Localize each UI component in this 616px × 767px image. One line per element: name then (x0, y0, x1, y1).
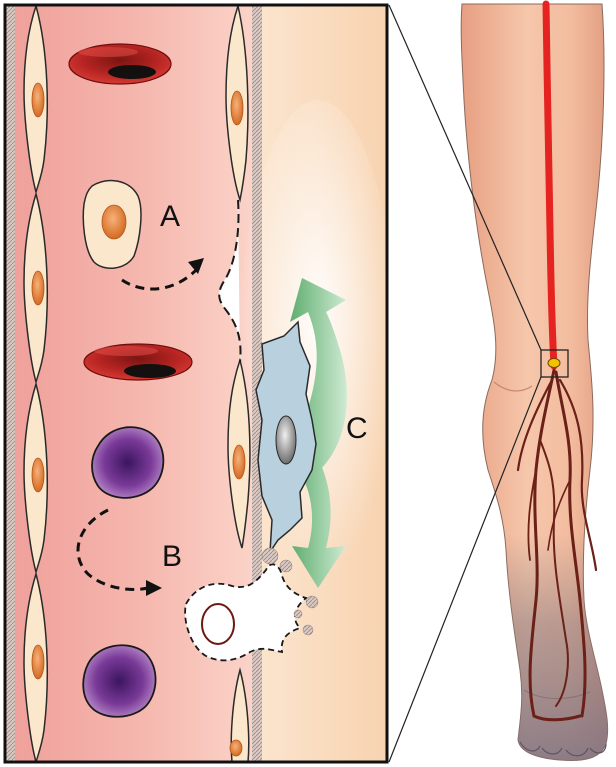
nucleus (32, 458, 44, 492)
red-blood-cell (84, 344, 192, 380)
nucleus (233, 445, 245, 479)
label-b: B (162, 540, 182, 573)
label-a: A (160, 200, 180, 233)
nucleus (231, 91, 243, 125)
red-blood-cell (69, 44, 171, 84)
nucleus (230, 740, 242, 756)
vessel-detail-panel: A B C (5, 5, 398, 762)
nucleus (32, 83, 44, 117)
leg-illustration (461, 4, 607, 760)
valve-marker (548, 359, 560, 368)
nucleus (32, 645, 44, 679)
monocyte (83, 645, 155, 717)
migrating-cell-a (83, 181, 141, 269)
leg-lower-shading (461, 4, 607, 760)
nucleus (32, 271, 44, 305)
label-c: C (346, 412, 368, 445)
